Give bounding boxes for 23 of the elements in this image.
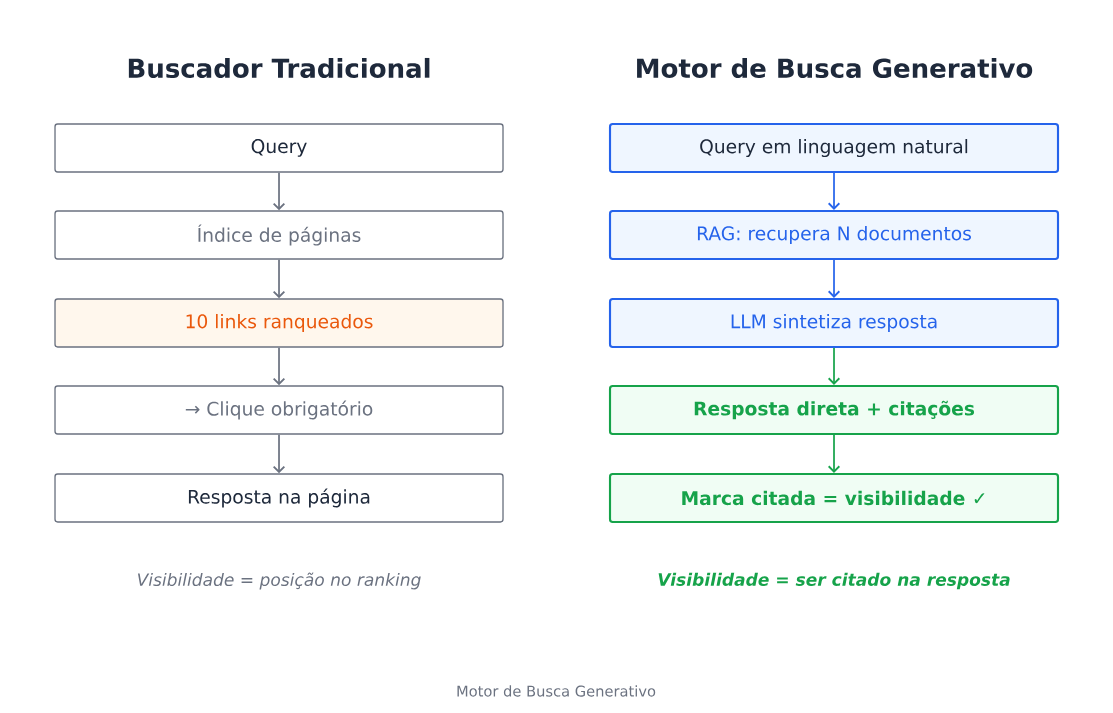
summary-note: Visibilidade = ser citado na resposta <box>658 572 1010 590</box>
process-box: Marca citada = visibilidade ✓ <box>608 472 1060 524</box>
process-box: Índice de páginas <box>54 210 504 260</box>
arrow <box>827 172 841 210</box>
arrow <box>272 258 286 299</box>
process-box: RAG: recupera N documentos <box>608 209 1060 261</box>
process-box: Query em linguagem natural <box>608 122 1060 174</box>
process-box: Query <box>54 123 504 173</box>
footer-text: Motor de Busca Generativo <box>457 685 656 697</box>
column-heading: Motor de Busca Generativo <box>637 57 1033 79</box>
arrow <box>827 434 841 473</box>
arrow <box>272 171 286 211</box>
process-box: LLM sintetiza resposta <box>608 297 1060 349</box>
summary-note: Visibilidade = posição no ranking <box>137 572 421 590</box>
column-heading: Buscador Tradicional <box>128 57 430 79</box>
process-box: 10 links ranqueados <box>54 298 504 348</box>
arrow <box>827 347 841 385</box>
process-box: → Clique obrigatório <box>54 385 504 435</box>
arrow <box>272 433 286 474</box>
arrow <box>827 259 841 298</box>
arrow <box>272 346 286 386</box>
process-box: Resposta direta + citações <box>608 384 1060 436</box>
process-box: Resposta na página <box>54 473 504 523</box>
